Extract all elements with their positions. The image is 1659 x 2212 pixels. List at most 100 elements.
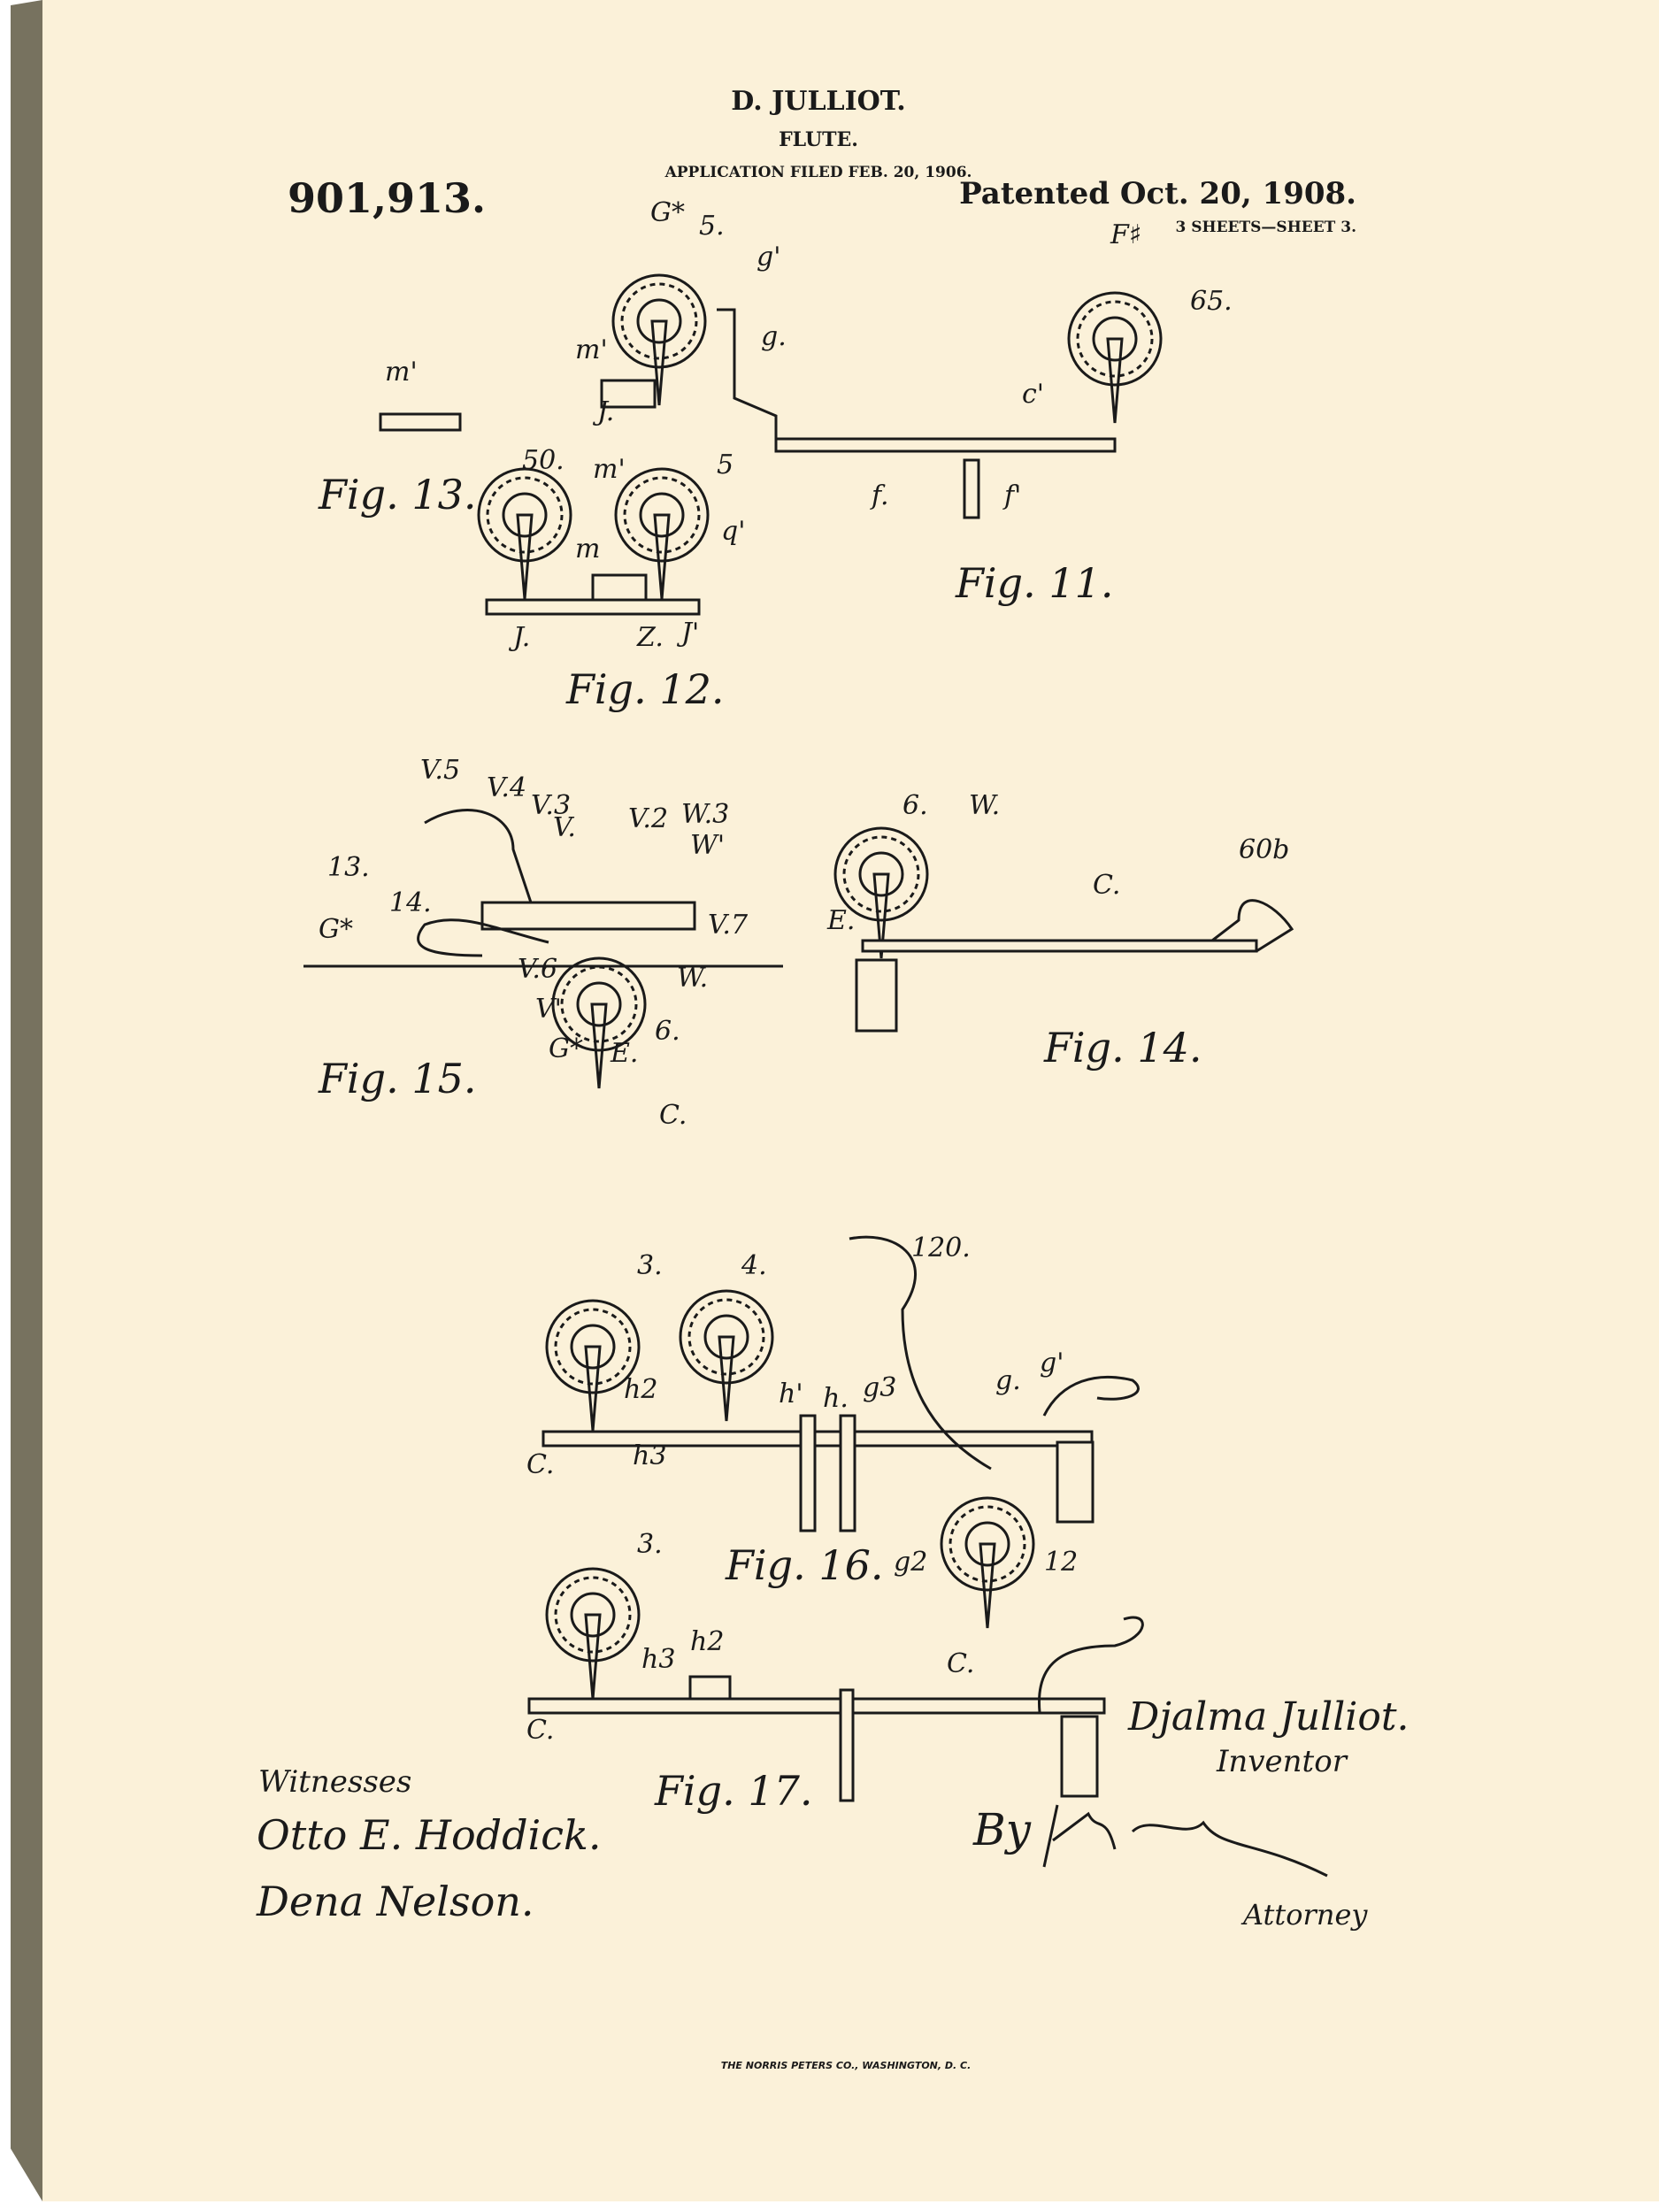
fig17-reference-label: h2 xyxy=(690,1626,724,1657)
fig16-arm xyxy=(1056,1440,1094,1524)
key-ring xyxy=(486,476,564,554)
fig16-reference-label: 12 xyxy=(1044,1547,1078,1578)
fig11-reference-label: g. xyxy=(761,321,787,352)
fig16-touch xyxy=(1042,1375,1140,1417)
key-ring xyxy=(1092,316,1138,362)
fig16-lever-120 xyxy=(849,1235,992,1471)
fig16-rod xyxy=(541,1430,1094,1448)
fig15-reference-label: G* xyxy=(319,914,353,945)
witnesses-label: Witnesses xyxy=(258,1764,411,1800)
key-ring xyxy=(554,1308,632,1386)
fig16-reference-label: g2 xyxy=(894,1547,927,1578)
fig15-reference-label: V.4 xyxy=(487,772,526,803)
fig15-mechanism xyxy=(480,901,696,931)
fig14-reference-label: 60b xyxy=(1239,834,1289,865)
key-ring xyxy=(858,851,904,897)
patent-number: 901,913. xyxy=(288,174,486,222)
fig11-reference-label: m' xyxy=(575,334,608,365)
fig11-key-g-sharp xyxy=(611,273,707,406)
key-stem xyxy=(650,319,668,406)
fig14-touch xyxy=(1211,899,1294,953)
fig12-reference-label: 5 xyxy=(717,449,733,480)
key-ring xyxy=(614,467,710,563)
fig14-rod xyxy=(861,939,1258,953)
key-ring xyxy=(687,1298,765,1376)
witness-2-signature: Dena Nelson. xyxy=(256,1878,534,1925)
fig16-reference-label: h3 xyxy=(633,1440,666,1471)
fig11-post xyxy=(963,458,980,519)
fig12-reference-label: m xyxy=(575,534,600,565)
key-ring xyxy=(477,467,572,563)
fig11-reference-label: G* xyxy=(650,197,685,228)
fig11-reference-label: c' xyxy=(1022,379,1044,410)
fig17-key-3 xyxy=(545,1567,641,1700)
key-ring xyxy=(551,956,647,1052)
fig14-reference-label: 6. xyxy=(902,790,928,821)
flute-keys xyxy=(477,273,1163,1700)
key-ring xyxy=(679,1289,774,1385)
key-ring xyxy=(842,835,920,913)
fig16-reference-label: g' xyxy=(1040,1348,1064,1379)
fig11-reference-label: f' xyxy=(1002,480,1021,511)
fig16-reference-label: 4. xyxy=(741,1250,767,1281)
fig15-reference-label: V.2 xyxy=(628,803,668,834)
fig15-reference-label: 14. xyxy=(389,887,432,918)
key-ring xyxy=(940,1496,1035,1592)
fig12-rod xyxy=(485,598,701,616)
key-ring xyxy=(636,298,682,344)
witness-1-signature: Otto E. Hoddick. xyxy=(257,1811,602,1859)
fig15-key-6 xyxy=(551,956,647,1089)
key-ring xyxy=(1076,300,1154,378)
fig14-reference-label: E. xyxy=(826,905,855,936)
fig17-reference-label: 3. xyxy=(637,1529,663,1560)
fig17-title: Fig. 17. xyxy=(654,1767,812,1815)
fig15-reference-label: G* xyxy=(549,1033,583,1064)
fig16-post-2 xyxy=(839,1414,856,1532)
fig14-key-6 xyxy=(833,826,929,959)
attorney-signature: By xyxy=(972,1804,1032,1855)
fig11-lever xyxy=(717,308,778,442)
key-stem xyxy=(979,1542,996,1629)
fig17-touch xyxy=(1037,1616,1144,1713)
fig16-key-4 xyxy=(679,1289,774,1422)
key-ring xyxy=(502,492,548,538)
fig12-reference-label: Z. xyxy=(636,622,664,653)
fig16-key-12 xyxy=(940,1496,1035,1629)
fig11-reference-label: F♯ xyxy=(1110,219,1141,250)
key-ring xyxy=(949,1505,1026,1583)
fig17-arm xyxy=(1060,1715,1099,1798)
key-ring xyxy=(554,1576,632,1654)
fig11-reference-label: 65. xyxy=(1190,286,1233,317)
fig15-reference-label: 13. xyxy=(327,852,370,883)
fig17-h2 xyxy=(688,1675,732,1699)
key-ring xyxy=(570,1592,616,1638)
fig15-reference-label: 6. xyxy=(655,1016,680,1047)
patented-date: Patented Oct. 20, 1908. xyxy=(959,176,1356,211)
key-ring xyxy=(964,1521,1010,1567)
inventor-label: Inventor xyxy=(1216,1744,1348,1779)
fig17-reference-label: C. xyxy=(526,1715,554,1746)
fig15-reference-label: V. xyxy=(553,812,576,843)
fig15-touch xyxy=(424,809,533,903)
reference-labels: G*5.g'g.m'J.F♯65.c'f.f'm'50.m'5q'mJ.Z.J'… xyxy=(319,197,1289,1746)
fig11-reference-label: g' xyxy=(757,242,780,273)
fig16-key-3 xyxy=(545,1299,641,1432)
fig12-reference-label: J' xyxy=(676,618,699,649)
fig11-clip xyxy=(600,379,657,409)
fig14-arm xyxy=(855,958,898,1033)
inventor-signature: Djalma Julliot. xyxy=(1127,1694,1409,1740)
fig15-reference-label: E. xyxy=(610,1038,638,1069)
key-ring xyxy=(639,492,685,538)
key-ring xyxy=(620,282,698,360)
fig16-reference-label: h. xyxy=(823,1383,849,1414)
patent-sheet xyxy=(42,0,1659,2201)
fig15-reference-label: V.7 xyxy=(708,910,749,941)
fig14-reference-label: C. xyxy=(1093,870,1120,901)
fig11-reference-label: J. xyxy=(592,396,614,427)
key-ring xyxy=(611,273,707,369)
fig16-reference-label: h' xyxy=(779,1379,803,1409)
fig15-reference-label: V.5 xyxy=(420,755,460,786)
fig11-rod xyxy=(774,437,1117,453)
key-stem xyxy=(584,1345,602,1432)
